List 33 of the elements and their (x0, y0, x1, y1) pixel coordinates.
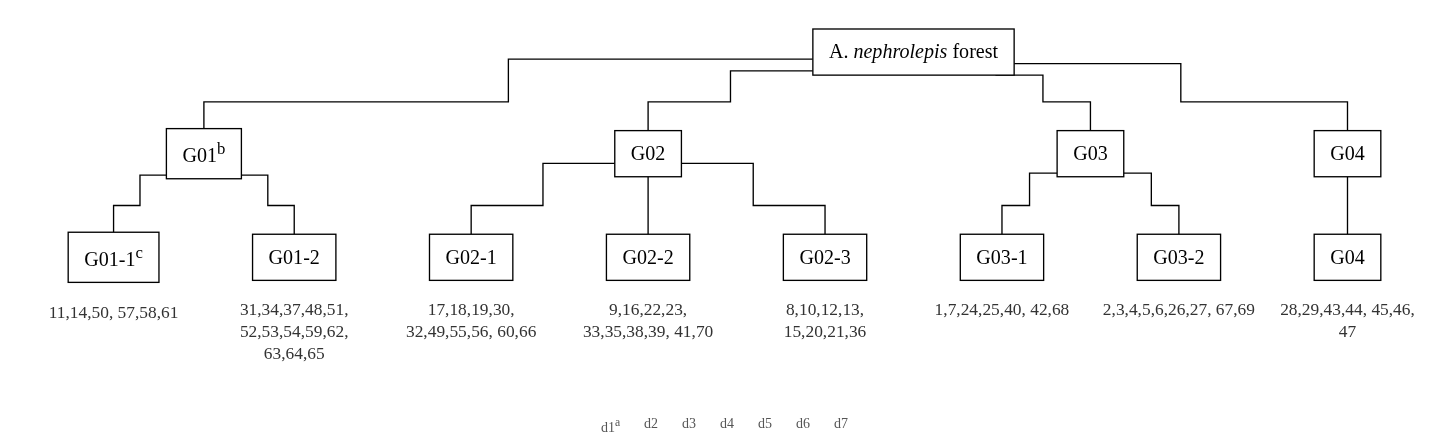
sample-numbers: 17,18,19,30, 32,49,55,56, 60,66 (405, 299, 537, 341)
node-box (605, 233, 691, 282)
node-box (1313, 233, 1382, 282)
node-box (1136, 233, 1222, 282)
division-label: d5 (758, 416, 773, 434)
sample-numbers: 31,34,37,48,51, 52,53,54,59,62, 63,64,65 (239, 299, 349, 363)
connector (1123, 172, 1180, 235)
node-box (67, 231, 160, 284)
sample-numbers: 8,10,12,13, 15,20,21,36 (783, 299, 867, 341)
node-box (782, 233, 868, 282)
node-box (959, 233, 1045, 282)
division-label: d6 (796, 416, 811, 434)
division-label: d3 (682, 416, 697, 434)
node-box (1313, 129, 1382, 178)
node-box (428, 233, 514, 282)
sample-numbers: 28,29,43,44, 45,46, 47 (1280, 299, 1415, 341)
connector (1001, 172, 1058, 235)
node-box (251, 233, 337, 282)
sample-numbers: 9,16,22,23, 33,35,38,39, 41,70 (582, 299, 714, 341)
division-label: d2 (644, 416, 659, 434)
division-label: d1$^{a}$ (600, 416, 621, 436)
tree-diagram: A. nephrolepis forest G01$^{b}$ G02 G03 G04 G01-1$^{c}$ G01-2 G02-1 G02-2 G02-3 G03-1 G03-2 G04 11,14,50, 57,58,61 31,34,37,48,51, 52,53,54,59,62, 63,64,65 17,18,19,30, 32,49,55,56, 60,66 9,16,22,23, 33,35,38,39, 41,70 8,10,12,13, 15,20,21,36 1,7,24,25,40, 42,68 2,3,4,5,6,26,27, 67,69 28,29,43,44, 45,46, 47 (4, 4, 1445, 415)
connector (647, 176, 649, 235)
sample-numbers: 2,3,4,5,6,26,27, 67,69 (1102, 299, 1255, 320)
node-box (1056, 129, 1125, 178)
connector (1346, 176, 1349, 235)
division-label: d4 (720, 416, 735, 434)
sample-numbers: 1,7,24,25,40, 42,68 (934, 299, 1070, 320)
node-box (165, 127, 243, 180)
node-box (812, 28, 1015, 76)
node-box (614, 129, 683, 178)
division-label: d7 (834, 416, 849, 434)
sample-numbers: 11,14,50, 57,58,61 (48, 301, 179, 322)
